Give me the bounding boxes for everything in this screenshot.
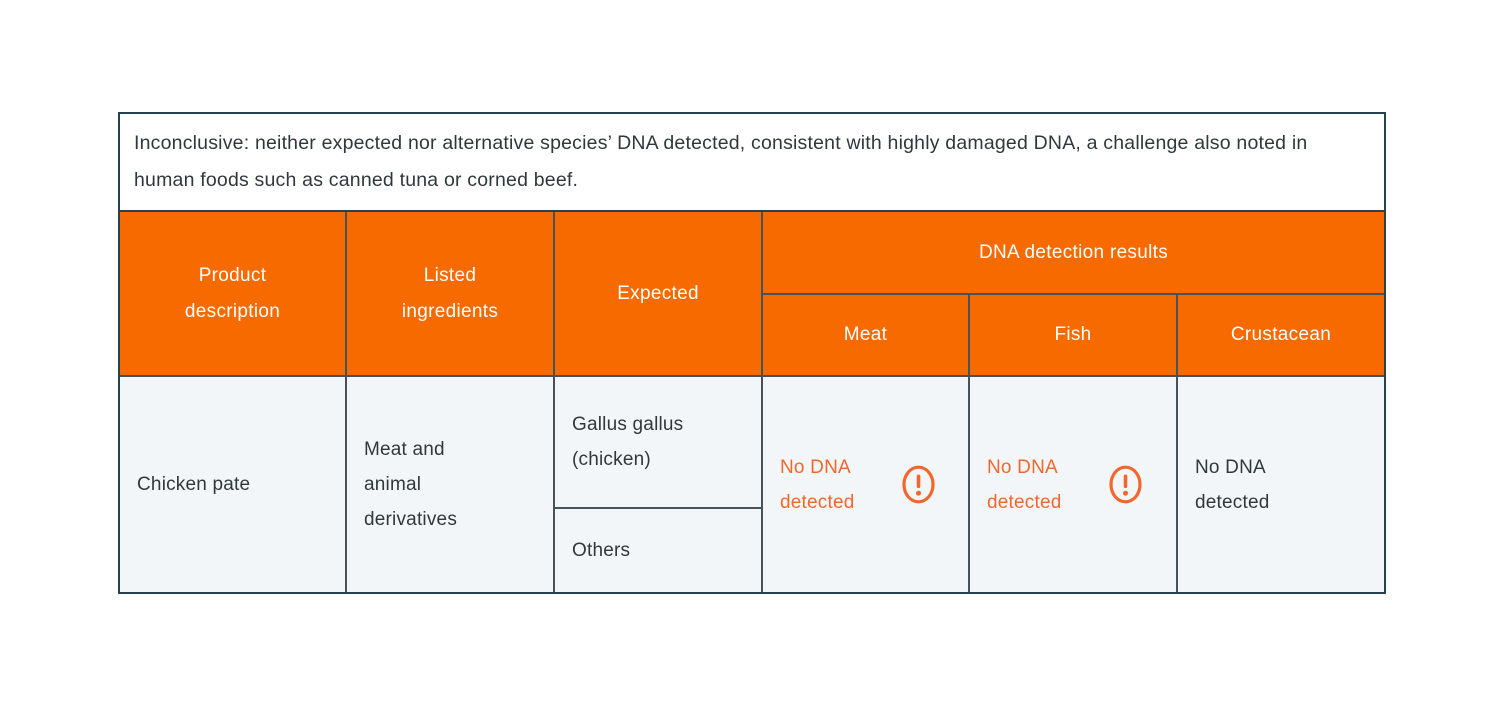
fish-result-value: No DNA detected bbox=[987, 456, 1062, 513]
header-expected-label: Expected bbox=[617, 282, 699, 304]
header-crustacean-label: Crustacean bbox=[1230, 324, 1332, 345]
inconclusive-note: Inconclusive: neither expected nor alter… bbox=[118, 112, 1386, 212]
cell-meat-result: No DNA detected bbox=[763, 377, 968, 592]
header-product-description: Product description bbox=[120, 212, 345, 375]
header-fish-label: Fish bbox=[1054, 324, 1092, 345]
product-description-value: Chicken pate bbox=[137, 474, 251, 495]
header-meat-label: Meat bbox=[843, 324, 888, 345]
meat-result-value: No DNA detected bbox=[780, 456, 855, 513]
exclamation-circle-icon bbox=[902, 465, 935, 504]
cell-product-description: Chicken pate bbox=[120, 377, 345, 592]
cell-expected-secondary: Others bbox=[555, 509, 761, 592]
exclamation-circle-icon bbox=[1109, 465, 1142, 504]
header-dna-detection-results-label: DNA detection results bbox=[979, 241, 1168, 263]
cell-fish-result: No DNA detected bbox=[970, 377, 1176, 592]
header-meat: Meat bbox=[763, 295, 968, 375]
crustacean-result-value: No DNA detected bbox=[1195, 456, 1270, 513]
header-product-description-label: Product description bbox=[184, 264, 281, 322]
dna-results-table: Product description Listed ingredients E… bbox=[118, 212, 1386, 594]
cell-expected-primary: Gallus gallus (chicken) bbox=[555, 377, 761, 507]
expected-primary-value: Gallus gallus (chicken) bbox=[572, 414, 684, 470]
header-listed-ingredients: Listed ingredients bbox=[347, 212, 553, 375]
header-listed-ingredients-label: Listed ingredients bbox=[401, 264, 499, 322]
inconclusive-note-text: Inconclusive: neither expected nor alter… bbox=[134, 132, 1308, 191]
header-crustacean: Crustacean bbox=[1178, 295, 1384, 375]
header-dna-detection-results: DNA detection results bbox=[763, 212, 1384, 293]
cell-listed-ingredients: Meat and animal derivatives bbox=[347, 377, 553, 592]
header-expected: Expected bbox=[555, 212, 761, 375]
species-dna-table-figure: Inconclusive: neither expected nor alter… bbox=[118, 112, 1386, 594]
expected-secondary-value: Others bbox=[572, 540, 631, 561]
header-fish: Fish bbox=[970, 295, 1176, 375]
listed-ingredients-value: Meat and animal derivatives bbox=[364, 439, 458, 530]
cell-crustacean-result: No DNA detected bbox=[1178, 377, 1384, 592]
